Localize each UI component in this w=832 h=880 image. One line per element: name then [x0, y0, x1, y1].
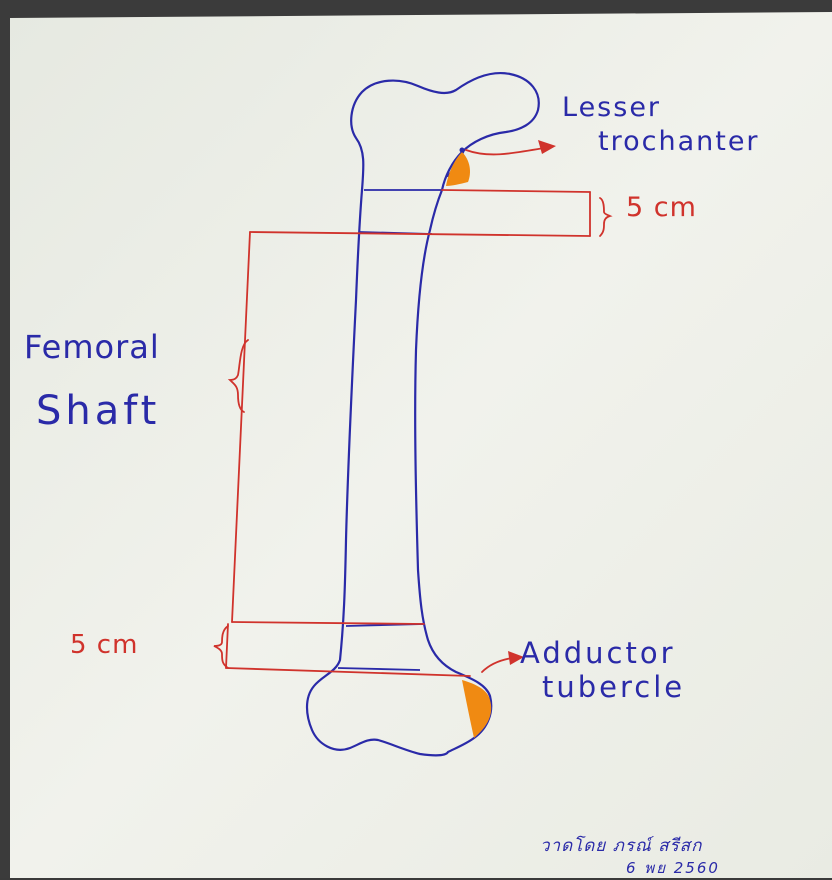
- signature-line2: 6 พย 2560: [626, 856, 720, 880]
- femoral-shaft-label-line2: Shaft: [36, 388, 160, 434]
- pointer-dot: [460, 148, 465, 153]
- adductor-tubercle-label-line2: tubercle: [542, 670, 685, 704]
- signature-line1: วาดโดย ภรณ์ สรีสก: [540, 832, 702, 859]
- lesser-trochanter-label-line1: Lesser: [562, 92, 661, 123]
- lower-measure-label: 5 cm: [70, 630, 138, 660]
- upper-measure-label: 5 cm: [626, 192, 697, 223]
- lesser-trochanter-label-line2: trochanter: [598, 126, 760, 157]
- femoral-shaft-label-line1: Femoral: [24, 328, 160, 366]
- adductor-tubercle-label-line1: Adductor: [520, 636, 676, 670]
